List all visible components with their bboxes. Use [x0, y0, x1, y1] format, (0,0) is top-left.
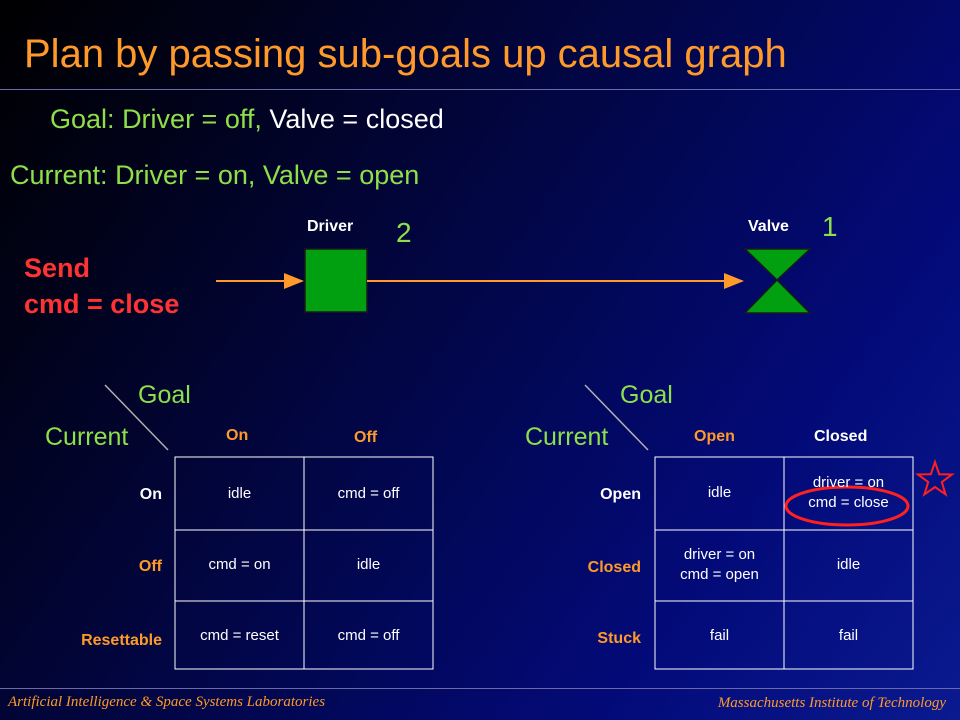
valve-cell-highlighted: driver = on cmd = close: [784, 473, 913, 513]
footer-institution: Massachusetts Institute of Technology: [717, 695, 946, 711]
valve-node-bottom: [743, 278, 812, 314]
goal-valve: Valve = closed: [269, 104, 444, 134]
send-line-1: Send: [24, 253, 91, 283]
driver-row-on: On: [139, 486, 162, 503]
valve-col-closed: Closed: [814, 428, 868, 445]
valve-cell: idle: [707, 484, 732, 501]
driver-cell: idle: [227, 485, 252, 502]
valve-cell: idle: [836, 556, 861, 573]
driver-table-goal-label: Goal: [138, 381, 191, 409]
current-driver: Driver = on,: [115, 160, 256, 190]
valve-table-goal-label: Goal: [620, 381, 673, 409]
valve-row-open: Open: [600, 486, 641, 503]
driver-row-off: Off: [138, 558, 162, 575]
valve-cell: fail: [709, 627, 730, 644]
driver-col-on: On: [226, 427, 249, 444]
valve-label: Valve: [748, 218, 789, 235]
driver-col-off: Off: [354, 429, 378, 446]
valve-cell-line: cmd = close: [808, 494, 889, 511]
driver-label: Driver: [307, 218, 354, 235]
valve-node-top: [743, 248, 812, 282]
current-label: Current:: [10, 160, 108, 190]
send-line-2: cmd = close: [24, 289, 180, 319]
driver-cell: cmd = off: [337, 485, 400, 502]
driver-node: [304, 248, 368, 313]
valve-cell-line: driver = on: [812, 474, 885, 491]
valve-table-diagonal: [584, 384, 649, 451]
valve-col-open: Open: [694, 428, 735, 445]
send-command: Send cmd = close: [24, 250, 179, 322]
driver-table-diagonal: [104, 384, 169, 451]
driver-cell: cmd = off: [337, 627, 400, 644]
valve-table-grid: [654, 456, 914, 670]
star-icon: [915, 458, 955, 497]
driver-cell: idle: [356, 556, 381, 573]
driver-table-grid: [174, 456, 434, 670]
driver-table-current-label: Current: [45, 423, 129, 451]
footer-divider: [0, 688, 960, 689]
valve-cell: driver = on cmd = open: [680, 546, 759, 583]
page-title: Plan by passing sub-goals up causal grap…: [24, 32, 787, 76]
valve-row-stuck: Stuck: [597, 630, 641, 647]
valve-table-current-label: Current: [525, 423, 609, 451]
goal-statement: Goal: Driver = off, Valve = closed: [50, 104, 444, 135]
valve-cell: fail: [838, 627, 859, 644]
valve-order: 1: [822, 211, 838, 242]
title-divider: [0, 89, 960, 90]
driver-cell: cmd = reset: [200, 627, 279, 644]
highlight-ellipse: [784, 485, 910, 527]
goal-label: Goal:: [50, 104, 115, 134]
driver-order: 2: [396, 217, 412, 248]
driver-cell: cmd = on: [208, 556, 271, 573]
goal-driver: Driver = off,: [122, 104, 262, 134]
valve-row-closed: Closed: [587, 559, 641, 576]
current-valve: Valve = open: [262, 160, 420, 190]
footer-lab: Artificial Intelligence & Space Systems …: [8, 694, 326, 710]
driver-row-resettable: Resettable: [81, 632, 162, 649]
current-statement: Current: Driver = on, Valve = open: [10, 160, 419, 191]
